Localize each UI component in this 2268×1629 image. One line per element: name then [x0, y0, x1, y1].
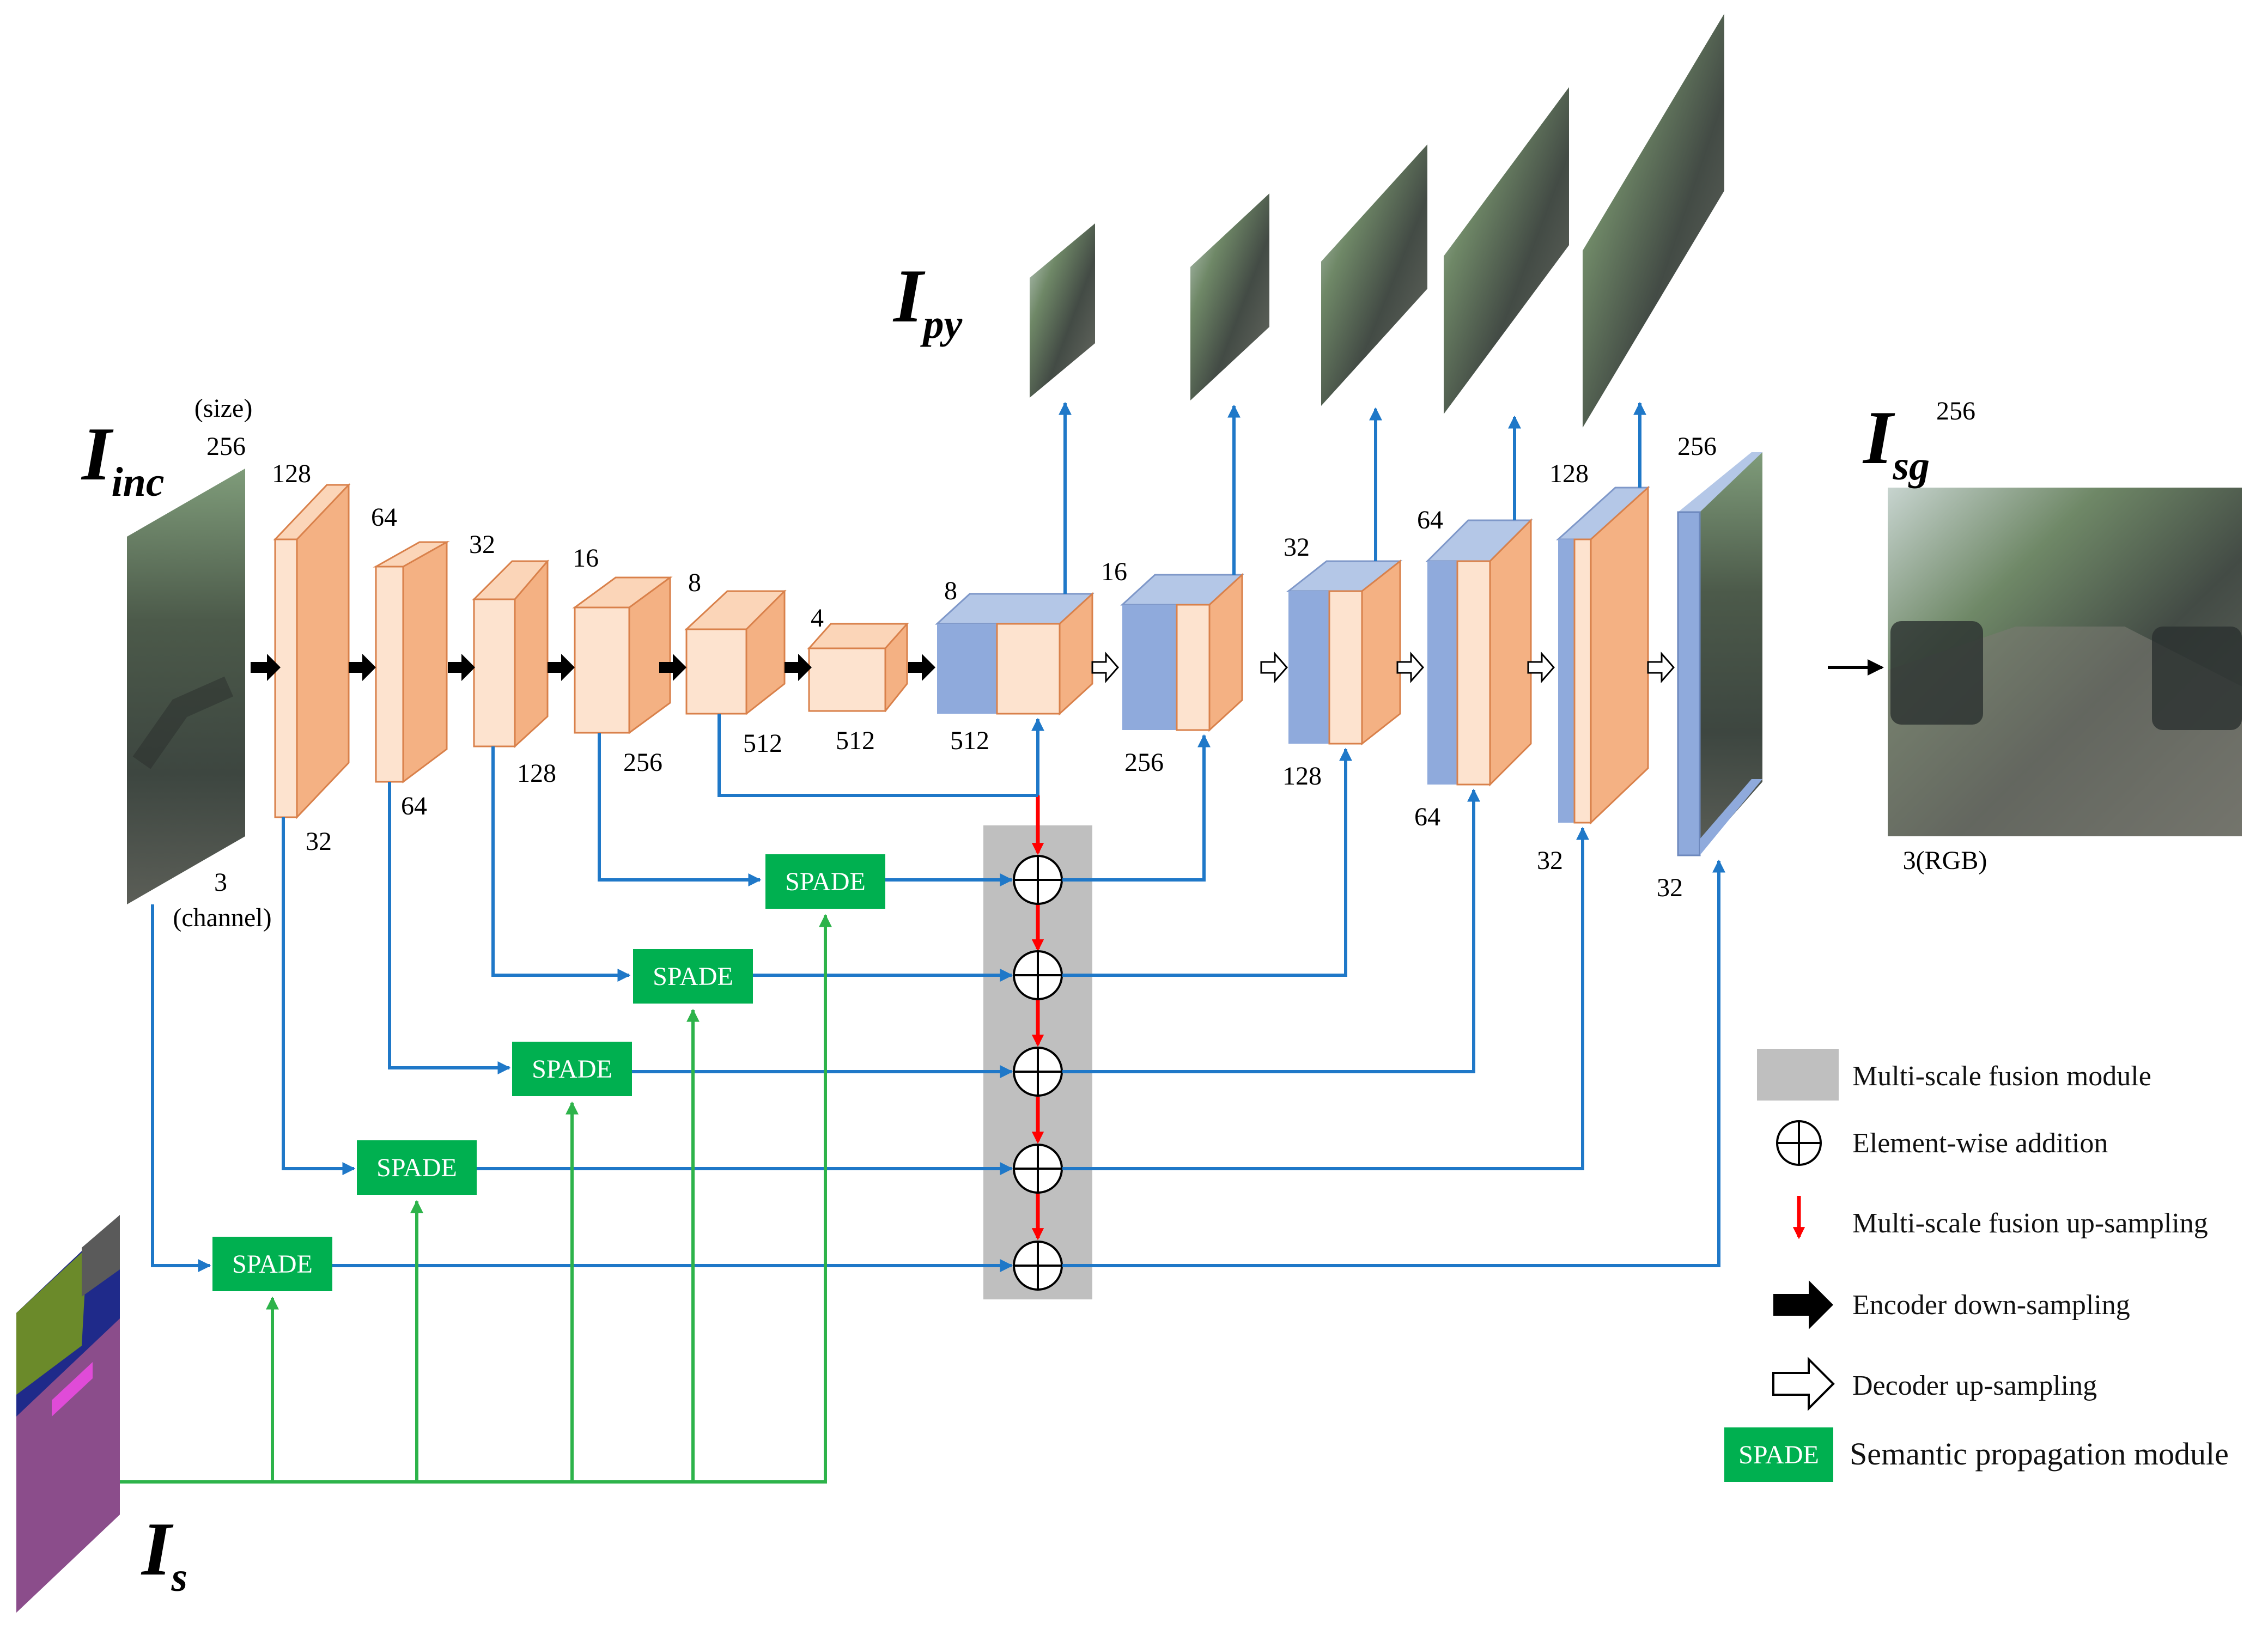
- input-size-label: 256: [206, 432, 246, 461]
- semantic-lines: [120, 914, 832, 1484]
- i-sg-label: Isg: [1862, 396, 1930, 489]
- dec3-channels: 128: [1282, 762, 1322, 791]
- decoder-upsampling-arrows: [1091, 652, 1675, 683]
- dec4-channels: 64: [1414, 803, 1440, 831]
- enc5-size: 8: [688, 568, 701, 597]
- encoder-block-4: 16 256: [572, 544, 673, 777]
- dec5-channels: 32: [1537, 846, 1563, 875]
- legend-fusion-upsampling: Multi-scale fusion up-sampling: [1792, 1196, 2208, 1239]
- pyramid-outputs: Ipy: [892, 14, 1724, 594]
- svg-text:SPADE: SPADE: [376, 1153, 457, 1182]
- svg-text:Encoder down-sampling: Encoder down-sampling: [1852, 1290, 2130, 1321]
- enc6-channels: 512: [836, 726, 875, 755]
- svg-text:SPADE: SPADE: [785, 867, 866, 896]
- svg-text:SPADE: SPADE: [653, 962, 733, 991]
- encoder-block-2: 64 64: [371, 503, 450, 820]
- enc6-size: 4: [811, 604, 824, 633]
- decoder-block-4: 64 64: [1414, 506, 1533, 831]
- legend-spade: SPADE Semantic propagation module: [1724, 1427, 2229, 1482]
- decoder-block-6: 256 32: [1657, 432, 1762, 902]
- channel-caption: (channel): [173, 903, 271, 932]
- decoder-block-3: 32 128: [1282, 533, 1403, 791]
- encoder-block-6: 4 512: [807, 604, 909, 755]
- decoder: 8 512 16 256 32 128 64 64: [935, 432, 1762, 902]
- svg-text:SPADE: SPADE: [532, 1055, 612, 1084]
- input-image-group: Iinc (size) 256 3 (channel): [81, 394, 272, 932]
- i-py-label: Ipy: [892, 254, 962, 347]
- svg-text:Element-wise addition: Element-wise addition: [1852, 1128, 2108, 1159]
- pyramid-image-1: [1030, 223, 1095, 398]
- svg-text:Multi-scale fusion module: Multi-scale fusion module: [1852, 1061, 2151, 1092]
- input-image-detail: [132, 676, 234, 769]
- spade-box-2: SPADE: [633, 949, 753, 1004]
- enc1-size: 128: [272, 459, 311, 488]
- add-node-3: [1013, 1047, 1063, 1097]
- skip-connections: [151, 714, 1725, 1272]
- size-caption: (size): [194, 394, 253, 423]
- dec1-size: 8: [944, 576, 957, 605]
- pyramid-image-4: [1444, 87, 1569, 414]
- decoder-block-1: 8 512: [935, 576, 1095, 755]
- encoder-block-3: 32 128: [469, 530, 556, 788]
- enc3-channels: 128: [517, 759, 556, 788]
- spade-modules: SPADE SPADE SPADE SPADE SPADE: [212, 854, 885, 1291]
- enc4-channels: 256: [623, 748, 662, 777]
- output-channels-label: 3(RGB): [1903, 846, 1987, 875]
- enc1-channels: 32: [306, 827, 332, 856]
- encoder-downsampling-arrows: [251, 654, 935, 681]
- svg-text:SPADE: SPADE: [1738, 1440, 1819, 1469]
- enc4-size: 16: [573, 544, 599, 573]
- legend-fusion-module: Multi-scale fusion module: [1757, 1049, 2151, 1101]
- enc5-channels: 512: [743, 729, 782, 758]
- dec1-channels: 512: [950, 726, 989, 755]
- dec5-size: 128: [1549, 459, 1589, 488]
- legend-decoder-upsampling: Decoder up-sampling: [1772, 1357, 2097, 1411]
- encoder-block-5: 8 512: [684, 568, 787, 758]
- svg-text:Semantic propagation module: Semantic propagation module: [1850, 1436, 2229, 1472]
- dec2-channels: 256: [1124, 748, 1164, 777]
- input-channels-label: 3: [214, 868, 227, 897]
- enc2-channels: 64: [401, 792, 427, 820]
- dec6-size: 256: [1677, 432, 1717, 461]
- svg-text:SPADE: SPADE: [232, 1250, 313, 1279]
- svg-text:Multi-scale fusion up-sampling: Multi-scale fusion up-sampling: [1852, 1208, 2208, 1239]
- output-image-group: Isg 256 3(RGB): [1828, 396, 2242, 875]
- encoder: 128 32 64 64 32 128 16 256: [272, 459, 909, 856]
- input-image: [127, 469, 245, 904]
- encoder-block-1: 128 32: [272, 459, 351, 856]
- enc3-size: 32: [469, 530, 495, 559]
- pyramid-image-3: [1321, 144, 1427, 406]
- spade-box-4: SPADE: [357, 1140, 477, 1195]
- i-inc-label: Iinc: [81, 412, 165, 505]
- dec2-size: 16: [1101, 557, 1127, 586]
- decoder-block-5: 128 32: [1537, 459, 1650, 875]
- semantic-map-group: Is: [16, 914, 832, 1613]
- add-node-4: [1013, 1144, 1063, 1194]
- dec4-size: 64: [1417, 506, 1443, 534]
- svg-text:Decoder up-sampling: Decoder up-sampling: [1852, 1370, 2097, 1401]
- enc2-size: 64: [371, 503, 397, 532]
- decoder-block-2: 16 256: [1101, 557, 1244, 777]
- add-node-2: [1013, 950, 1063, 1000]
- legend-element-addition: Element-wise addition: [1776, 1120, 2108, 1166]
- i-s-label: Is: [141, 1507, 187, 1600]
- dec3-size: 32: [1284, 533, 1310, 562]
- add-node-1: [1013, 855, 1063, 905]
- output-size-label: 256: [1936, 397, 1975, 426]
- pyramid-image-2: [1190, 193, 1269, 400]
- legend: Multi-scale fusion module Element-wise a…: [1724, 1049, 2229, 1482]
- pyramid-image-5: [1583, 14, 1724, 428]
- spade-box-3: SPADE: [512, 1042, 632, 1096]
- dec6-channels: 32: [1657, 873, 1683, 902]
- add-node-5: [1013, 1241, 1063, 1291]
- spade-box-5: SPADE: [212, 1237, 332, 1291]
- legend-encoder-downsampling: Encoder down-sampling: [1773, 1280, 2130, 1329]
- spade-box-1: SPADE: [765, 854, 885, 909]
- multi-scale-fusion-module: [983, 738, 1092, 1299]
